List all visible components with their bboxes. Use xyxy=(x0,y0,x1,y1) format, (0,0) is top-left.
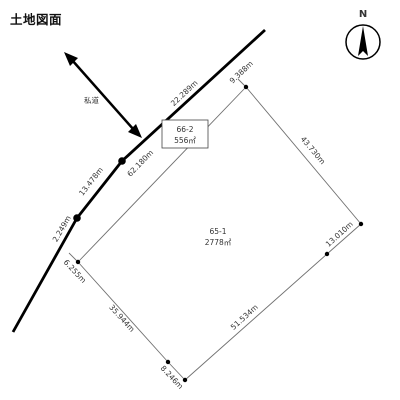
dimension-label: 13.478m xyxy=(77,165,105,197)
dimension-label: 6.255m xyxy=(62,258,88,285)
lot-area: 556㎡ xyxy=(174,136,196,145)
lot-label-box xyxy=(161,119,209,149)
dimension-label: 9.388m xyxy=(228,59,255,85)
boundary-point xyxy=(165,359,171,365)
survey-points xyxy=(73,84,364,383)
boundary-point xyxy=(243,84,249,90)
compass-north-label: N xyxy=(359,9,367,20)
compass-circle xyxy=(345,24,381,60)
arrow-head-down-icon xyxy=(128,124,142,138)
lot-area: 2778㎡ xyxy=(205,238,232,247)
dimension-label: 35.944m xyxy=(107,303,136,334)
lot-label-65-1: 65-1 2778㎡ xyxy=(205,227,232,247)
page-title: 土地図面 xyxy=(10,12,63,27)
lot-id: 65-1 xyxy=(209,227,226,236)
compass-rose: N xyxy=(345,9,381,60)
dimension-labels: 22.289m 9.388m 13.478m 2.249m 62.180m 43… xyxy=(51,59,355,391)
lot-boundaries xyxy=(68,78,362,381)
boundary-point xyxy=(182,377,188,383)
road-marker-point xyxy=(73,214,81,222)
boundary-point xyxy=(75,259,81,265)
north-arrow-icon xyxy=(358,26,368,56)
road-frontage-line xyxy=(11,28,266,333)
boundary-point xyxy=(324,251,330,257)
arrow-head-up-icon xyxy=(64,52,78,66)
road-label: 私道 xyxy=(84,95,99,105)
road-marker-point xyxy=(118,157,126,165)
dimension-label: 8.246m xyxy=(159,364,185,391)
dimension-label: 43.730m xyxy=(299,135,327,166)
lot-label-66-2: 66-2 556㎡ xyxy=(161,119,209,149)
boundary-point xyxy=(358,221,364,227)
lot-id: 66-2 xyxy=(176,125,193,134)
road-direction-arrow xyxy=(64,52,142,138)
